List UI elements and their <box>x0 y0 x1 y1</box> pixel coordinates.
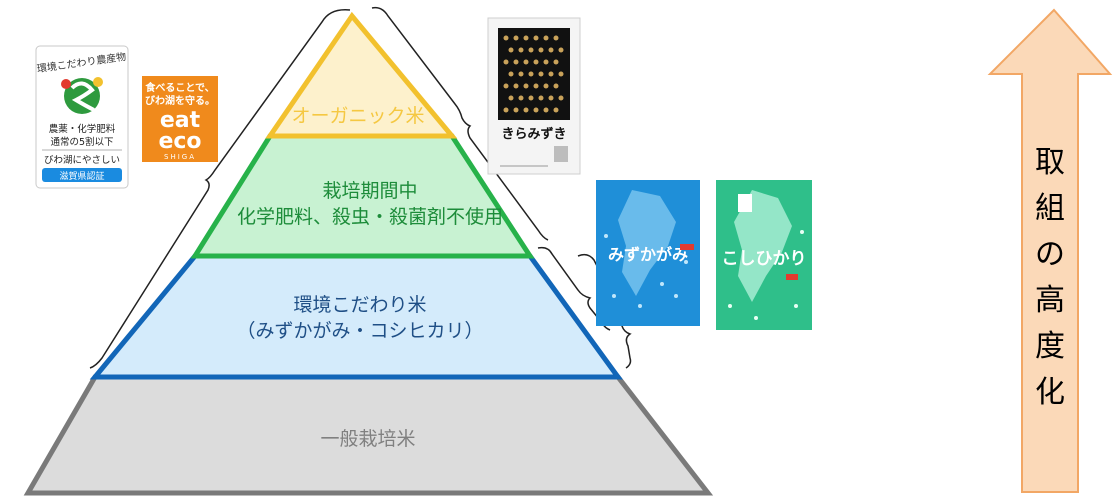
eco-cert-line3: びわ湖にやさしい <box>44 155 120 166</box>
eat-eco-shiga-logo: 食べることで、 びわ湖を守る。 eat eco SHIGA <box>142 76 218 162</box>
arrow-label-char-4: 高 <box>1035 283 1065 318</box>
arrow-label-char-2: 組 <box>1035 191 1065 226</box>
eco-cert-footer: 滋賀県認証 <box>59 170 104 182</box>
product-koshihikari: こしひかり <box>716 180 812 330</box>
kiramizuki-name: きらみずき <box>501 126 566 142</box>
arrow-label-char-1: 取 <box>1035 145 1065 180</box>
tier-eco-rice-label-1: 環境こだわり米 <box>293 294 426 316</box>
arrow-label-char-5: 度 <box>1035 329 1065 364</box>
tier-organic-label: オーガニック米 <box>291 105 424 127</box>
arrow-label: 取 組 の 高 度 化 <box>1035 145 1065 410</box>
tier-no-chemicals-label-1: 栽培期間中 <box>322 180 417 202</box>
eco-cert-mascot-icon <box>61 77 103 114</box>
tier-general-label: 一般栽培米 <box>320 428 415 450</box>
arrow-label-char-3: の <box>1035 237 1065 272</box>
right-brace-top <box>371 6 549 241</box>
eco-cert-line1: 農薬・化学肥料 <box>49 123 116 135</box>
left-brace <box>89 9 351 369</box>
tier-eco-rice <box>89 253 623 380</box>
tier-no-chemicals-label-2: 化学肥料、殺虫・殺菌剤不使用 <box>237 206 503 228</box>
eco-cert-line2: 通常の5割以下 <box>50 136 113 148</box>
eat-eco-shiga: SHIGA <box>164 153 196 161</box>
product-mizukagami: みずかがみ <box>596 180 700 326</box>
eco-certification-logo: 環境こだわり農産物 農薬・化学肥料 通常の5割以下 びわ湖にやさしい 滋賀県認証 <box>35 45 129 189</box>
progress-arrow <box>987 8 1113 493</box>
eat-eco-eat: eat <box>160 108 201 133</box>
eat-eco-line1: 食べることで、 <box>144 81 214 94</box>
product-kiramizuki: きらみずき <box>487 17 581 175</box>
tier-organic <box>265 11 458 139</box>
arrow-label-char-6: 化 <box>1035 375 1065 410</box>
tier-eco-rice-label-2: （みずかがみ・コシヒカリ） <box>236 320 483 342</box>
eat-eco-line2: びわ湖を守る。 <box>145 94 215 107</box>
kiramizuki-pattern <box>503 35 564 113</box>
mizukagami-name: みずかがみ <box>608 245 688 264</box>
koshihikari-name: こしひかり <box>722 249 807 269</box>
eat-eco-eco: eco <box>158 129 201 154</box>
